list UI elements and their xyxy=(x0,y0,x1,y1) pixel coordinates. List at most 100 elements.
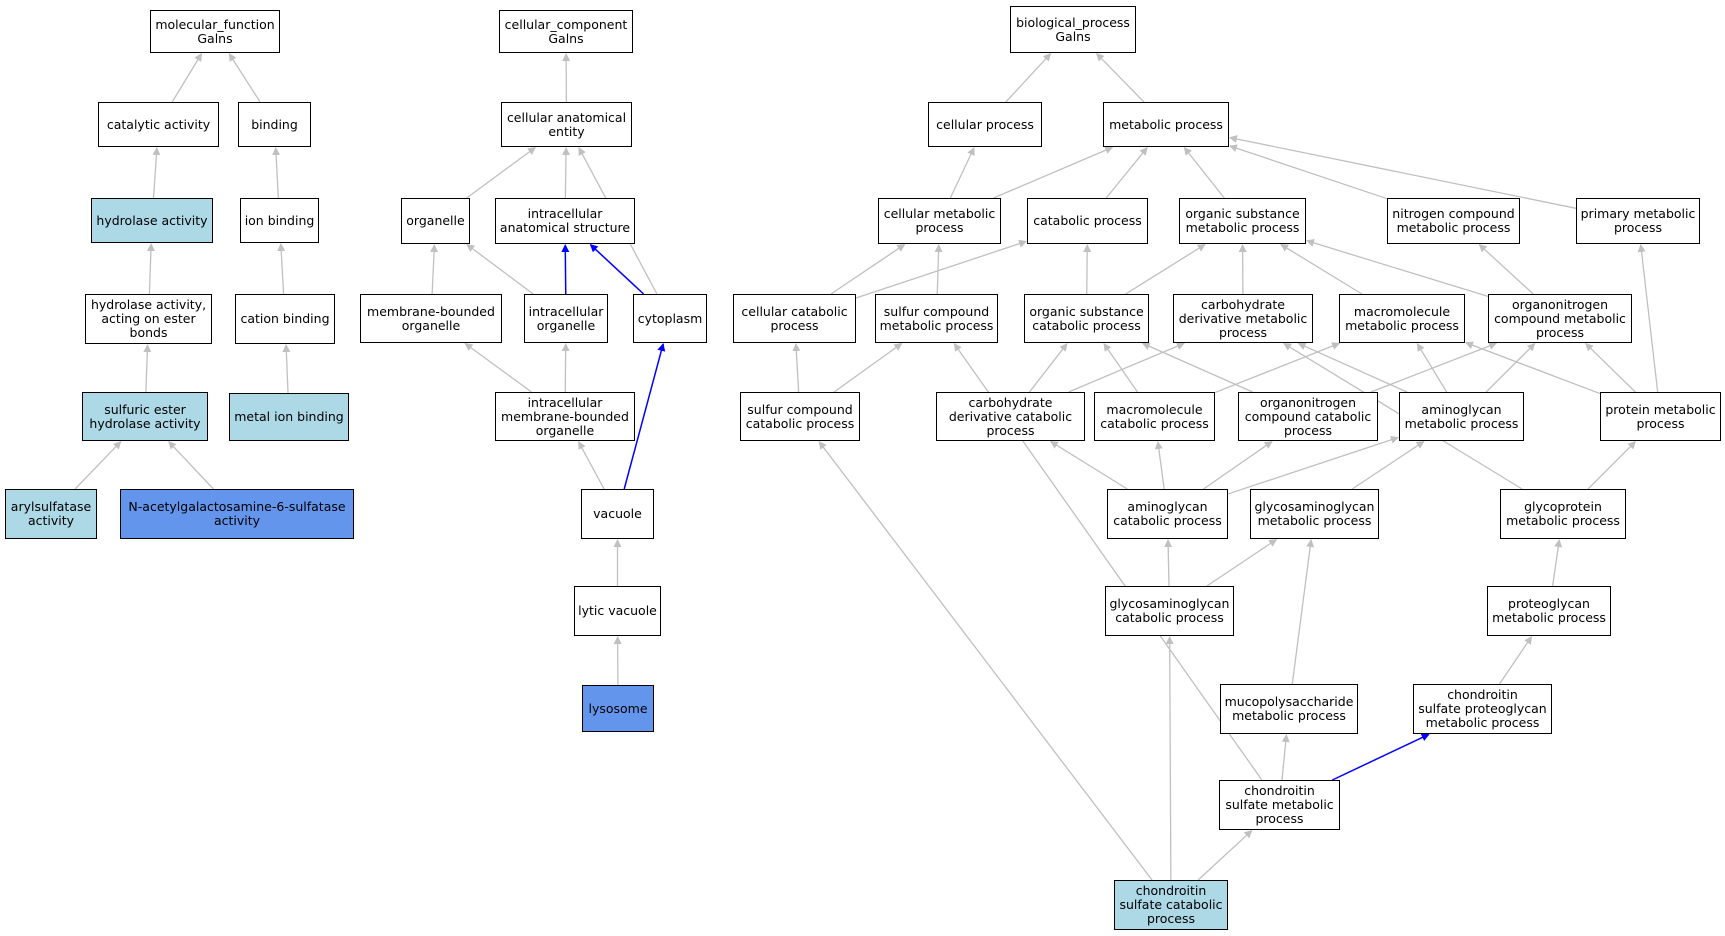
go-term-cae: cellular anatomical entity xyxy=(501,102,632,147)
go-term-mcp: macromolecule catabolic process xyxy=(1094,392,1215,441)
edge-agcp-to-agmp xyxy=(1227,435,1399,495)
edge-scmp-to-cell-met xyxy=(934,244,943,295)
go-term-cell-proc: cellular process xyxy=(928,102,1042,147)
edge-cell-met-to-cell-proc xyxy=(949,146,975,199)
go-term-imbo: intracellular membrane-bounded organelle xyxy=(495,392,635,441)
go-term-osmp: organic substance metabolic process xyxy=(1179,198,1306,244)
edge-mbo-to-organelle xyxy=(430,243,439,295)
go-term-ias: intracellular anatomical structure xyxy=(495,198,635,244)
edge-nag6s-to-sulfuric-ester xyxy=(168,441,214,490)
edge-cytoplasm-to-ias xyxy=(589,243,645,295)
edge-pgmp-to-gpmp xyxy=(1551,539,1563,587)
edge-protmp-to-mmp xyxy=(1464,341,1601,395)
edge-cscp-to-csmp xyxy=(1197,830,1253,881)
edge-sccp-to-scmp xyxy=(833,343,903,393)
edge-cscp-to-sccp xyxy=(818,440,1153,881)
edge-cdcp-to-cdmp xyxy=(1068,342,1185,393)
edge-ccp-to-catab xyxy=(855,239,1027,299)
edge-pmp-to-met-proc xyxy=(1229,135,1577,209)
go-term-ion-binding: ion binding xyxy=(240,198,319,243)
go-term-gagmp: glycosaminoglycan metabolic process xyxy=(1250,489,1379,539)
go-term-organelle: organelle xyxy=(401,198,470,244)
go-term-sccp: sulfur compound catabolic process xyxy=(740,392,860,441)
go-term-gagcp: glycosaminoglycan catabolic process xyxy=(1105,586,1234,636)
edge-osmp-to-met-proc xyxy=(1183,146,1225,199)
go-term-io: intracellular organelle xyxy=(524,294,608,343)
go-term-cc: cellular_component Galns xyxy=(499,10,633,53)
edge-binding-to-mf xyxy=(228,53,261,103)
edge-vacuole-to-cytoplasm xyxy=(623,343,666,490)
go-term-catalytic: catalytic activity xyxy=(98,102,219,147)
edge-cspgmp-to-pgmp xyxy=(1498,635,1533,685)
edge-agcp-to-occp xyxy=(1203,441,1273,490)
edge-cell-proc-to-bp xyxy=(1005,53,1052,103)
edge-agcp-to-mcp xyxy=(1154,441,1165,490)
go-term-hydrolase-ester: hydrolase activity, acting on ester bond… xyxy=(85,294,212,344)
edge-oscp-to-osmp xyxy=(1125,243,1206,295)
edge-arylsulfatase-to-sulfuric-ester xyxy=(74,440,122,490)
go-term-pmp: primary metabolic process xyxy=(1576,198,1700,244)
go-term-sulfuric-ester: sulfuric ester hydrolase activity xyxy=(82,392,208,441)
go-term-cdcp: carbohydrate derivative catabolic proces… xyxy=(936,392,1085,441)
edge-csmp-to-mpsmp xyxy=(1281,733,1290,781)
edge-gagmp-to-agmp xyxy=(1351,440,1425,490)
edge-occp-to-oscp xyxy=(1141,342,1253,393)
go-term-csmp: chondroitin sulfate metabolic process xyxy=(1219,780,1340,830)
go-term-occp: organonitrogen compound catabolic proces… xyxy=(1238,392,1378,441)
go-term-protmp: protein metabolic process xyxy=(1600,392,1721,441)
edge-ias-to-cae xyxy=(562,146,571,199)
go-term-scmp: sulfur compound metabolic process xyxy=(875,294,998,343)
edge-ncmp-to-met-proc xyxy=(1228,144,1388,200)
edge-organelle-to-cae xyxy=(466,146,536,199)
edge-met-proc-to-bp xyxy=(1096,52,1145,103)
go-term-mf: molecular_function Galns xyxy=(150,10,280,53)
go-term-catab: catabolic process xyxy=(1027,198,1148,244)
edge-gagcp-to-agcp xyxy=(1164,539,1173,587)
edge-sccp-to-ccp xyxy=(792,343,801,393)
go-term-bp: biological_process Galns xyxy=(1010,6,1136,53)
edge-cscp-to-gagcp xyxy=(1165,636,1174,881)
edge-mcp-to-mmp xyxy=(1214,342,1341,394)
edge-agcp-to-cdcp xyxy=(1049,440,1128,490)
edge-imbo-to-mbo xyxy=(464,343,532,393)
edge-mcp-to-oscp xyxy=(1103,343,1139,393)
go-term-vacuole: vacuole xyxy=(581,489,654,539)
edge-cdcp-to-oscp xyxy=(1028,343,1068,393)
edge-hydrolase-ester-to-hydrolase xyxy=(146,243,155,295)
edge-ocmp-to-ncmp xyxy=(1478,243,1534,295)
edge-gagcp-to-gagmp xyxy=(1206,539,1278,587)
go-term-cation-binding: cation binding xyxy=(235,294,335,344)
go-term-lysosome: lysosome xyxy=(582,685,654,732)
go-term-agmp: aminoglycan metabolic process xyxy=(1399,392,1524,441)
go-term-cdmp: carbohydrate derivative metabolic proces… xyxy=(1173,294,1313,343)
edge-agmp-to-ocmp xyxy=(1485,342,1536,393)
edge-oscp-to-catab xyxy=(1083,244,1092,295)
edge-agmp-to-mmp xyxy=(1416,343,1448,393)
edge-catab-to-met-proc xyxy=(1105,146,1148,199)
edge-io-to-ias xyxy=(561,244,570,295)
edge-metal-ion-to-cation-binding xyxy=(282,344,291,394)
edge-gpmp-to-protmp xyxy=(1587,440,1636,490)
go-term-pgmp: proteoglycan metabolic process xyxy=(1487,586,1611,636)
go-term-met-proc: metabolic process xyxy=(1103,102,1229,147)
go-term-metal-ion: metal ion binding xyxy=(229,393,349,441)
go-term-arylsulfatase: arylsulfatase activity xyxy=(5,489,97,539)
edge-vacuole-to-imbo xyxy=(578,440,605,490)
go-term-ocmp: organonitrogen compound metabolic proces… xyxy=(1488,294,1632,343)
go-term-nag6s: N-acetylgalactosamine-6-sulfatase activi… xyxy=(120,489,354,539)
go-term-binding: binding xyxy=(238,102,311,147)
edge-sulfuric-ester-to-hydrolase-ester xyxy=(143,344,152,393)
go-term-cell-met: cellular metabolic process xyxy=(878,198,1001,244)
edge-mpsmp-to-gagmp xyxy=(1291,539,1315,685)
go-term-ccp: cellular catabolic process xyxy=(733,294,856,343)
go-term-ncmp: nitrogen compound metabolic process xyxy=(1387,198,1520,244)
go-term-mbo: membrane-bounded organelle xyxy=(360,294,502,343)
edge-ion-binding-to-binding xyxy=(272,146,281,199)
edge-agmp-to-cdmp xyxy=(1297,342,1408,393)
go-term-agcp: aminoglycan catabolic process xyxy=(1107,489,1228,539)
go-term-gpmp: glycoprotein metabolic process xyxy=(1500,489,1626,539)
go-term-oscp: organic substance catabolic process xyxy=(1024,294,1149,343)
edge-ocmp-to-osmp xyxy=(1305,239,1489,298)
edge-cation-binding-to-ion-binding xyxy=(277,242,286,295)
